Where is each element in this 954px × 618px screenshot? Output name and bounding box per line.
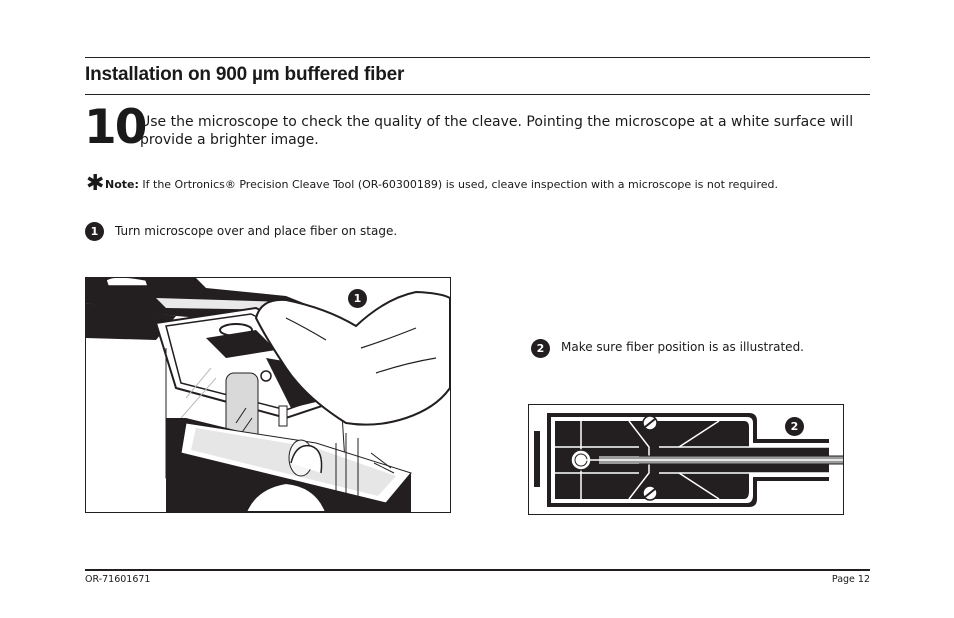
substep-2-text: Make sure fiber position is as illustrat… bbox=[561, 340, 804, 354]
step-instruction: Use the microscope to check the quality … bbox=[140, 114, 854, 148]
note-body: If the Ortronics® Precision Cleave Tool … bbox=[142, 178, 778, 191]
fiber-position-figure: 2 bbox=[528, 404, 844, 515]
note-label: Note: bbox=[105, 178, 139, 191]
substep-1-text: Turn microscope over and place fiber on … bbox=[115, 224, 398, 238]
footer-rule bbox=[85, 569, 870, 571]
doc-number: OR-71601671 bbox=[85, 574, 151, 585]
figure-1-badge: 1 bbox=[348, 289, 367, 308]
fiber-position-illustration bbox=[534, 413, 843, 507]
figure-2-badge: 2 bbox=[785, 417, 804, 436]
step-number: 10 bbox=[84, 100, 147, 155]
title-underline bbox=[85, 94, 870, 95]
note-text: Note: If the Ortronics® Precision Cleave… bbox=[105, 178, 778, 191]
substep-1-badge: 1 bbox=[85, 222, 104, 241]
section-title: Installation on 900 µm buffered fiber bbox=[85, 64, 405, 85]
microscope-illustration bbox=[86, 278, 450, 512]
top-rule bbox=[85, 57, 870, 58]
note-asterisk-icon: ✱ bbox=[86, 171, 105, 196]
substep-2-badge: 2 bbox=[531, 339, 550, 358]
microscope-figure: 1 bbox=[85, 277, 451, 513]
page-number: Page 12 bbox=[831, 574, 870, 585]
